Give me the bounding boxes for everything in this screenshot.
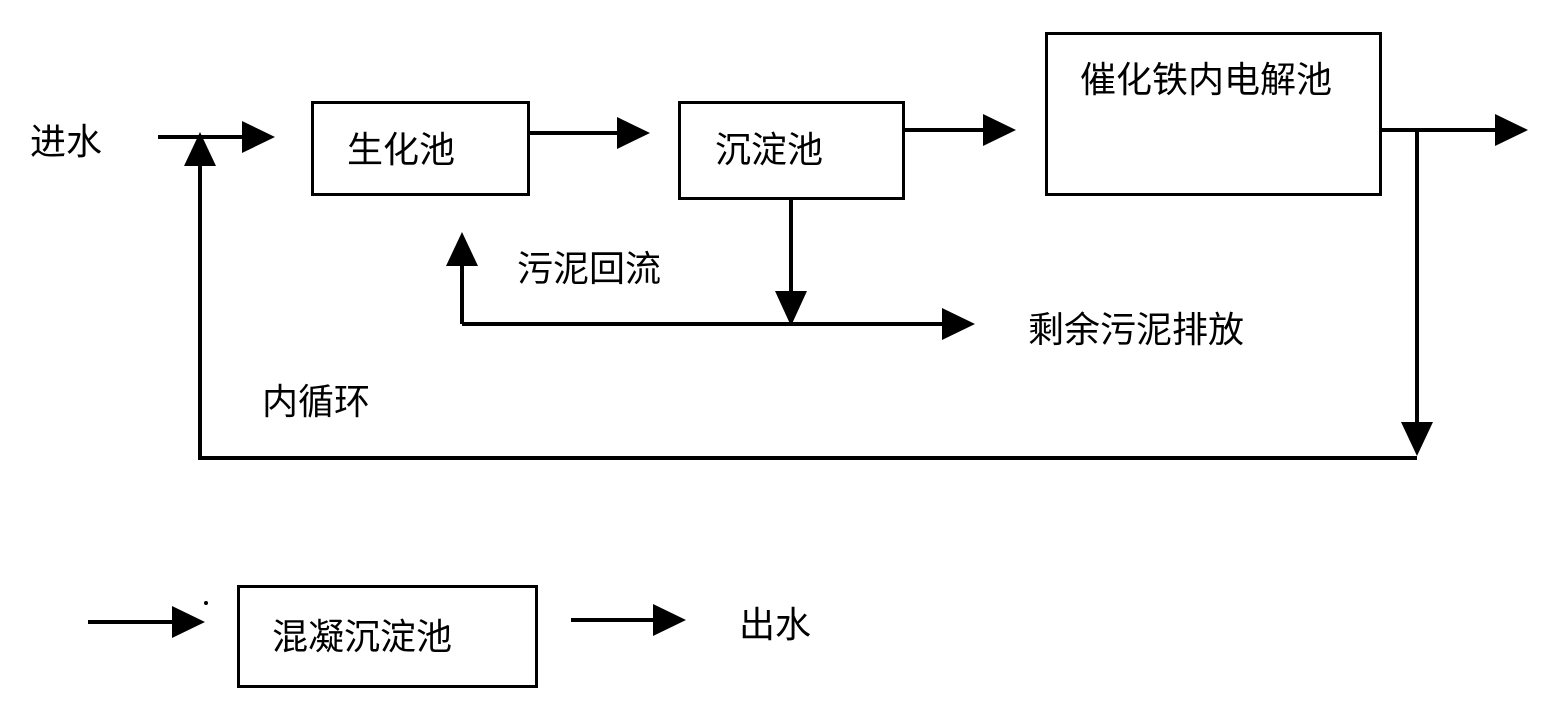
internal-circulation-label: 内循环: [262, 382, 371, 423]
coag-inlet-arrowhead: [172, 606, 205, 638]
sedimentation-tank-box: 沉淀池: [678, 101, 905, 200]
biochemical-tank-label: 生化池: [347, 130, 456, 171]
water-inlet-label: 进水: [30, 122, 103, 163]
bio-to-sed-arrowhead: [617, 117, 650, 149]
coagulation-sedimentation-tank-box: 混凝沉淀池: [237, 585, 538, 688]
sludge-return-arrowhead: [446, 232, 478, 266]
sed-to-catalytic-arrowhead: [983, 114, 1016, 146]
excess-sludge-discharge-label: 剩余污泥排放: [1028, 310, 1245, 351]
sludge-return-label: 污泥回流: [517, 249, 662, 290]
coag-outlet-arrowhead: [653, 604, 686, 636]
circulation-up-arrowhead: [184, 132, 216, 166]
sed-down-arrowhead: [775, 291, 807, 326]
circulation-down-arrowhead: [1401, 422, 1433, 456]
internal-circulation-line: [198, 165, 1417, 460]
inlet-arrowhead: [242, 121, 275, 153]
catalytic-out-arrowhead: [1495, 114, 1528, 146]
biochemical-tank-box: 生化池: [311, 101, 530, 196]
coagulation-sedimentation-tank-label: 混凝沉淀池: [272, 617, 453, 658]
sedimentation-tank-label: 沉淀池: [715, 130, 824, 171]
catalytic-iron-electrolysis-tank-box: 催化铁内电解池: [1045, 32, 1382, 196]
water-outlet-label: 出水: [739, 605, 812, 646]
excess-sludge-arrowhead: [942, 308, 975, 340]
catalytic-iron-electrolysis-tank-label: 催化铁内电解池: [1080, 60, 1333, 101]
stray-dot: [204, 601, 208, 605]
